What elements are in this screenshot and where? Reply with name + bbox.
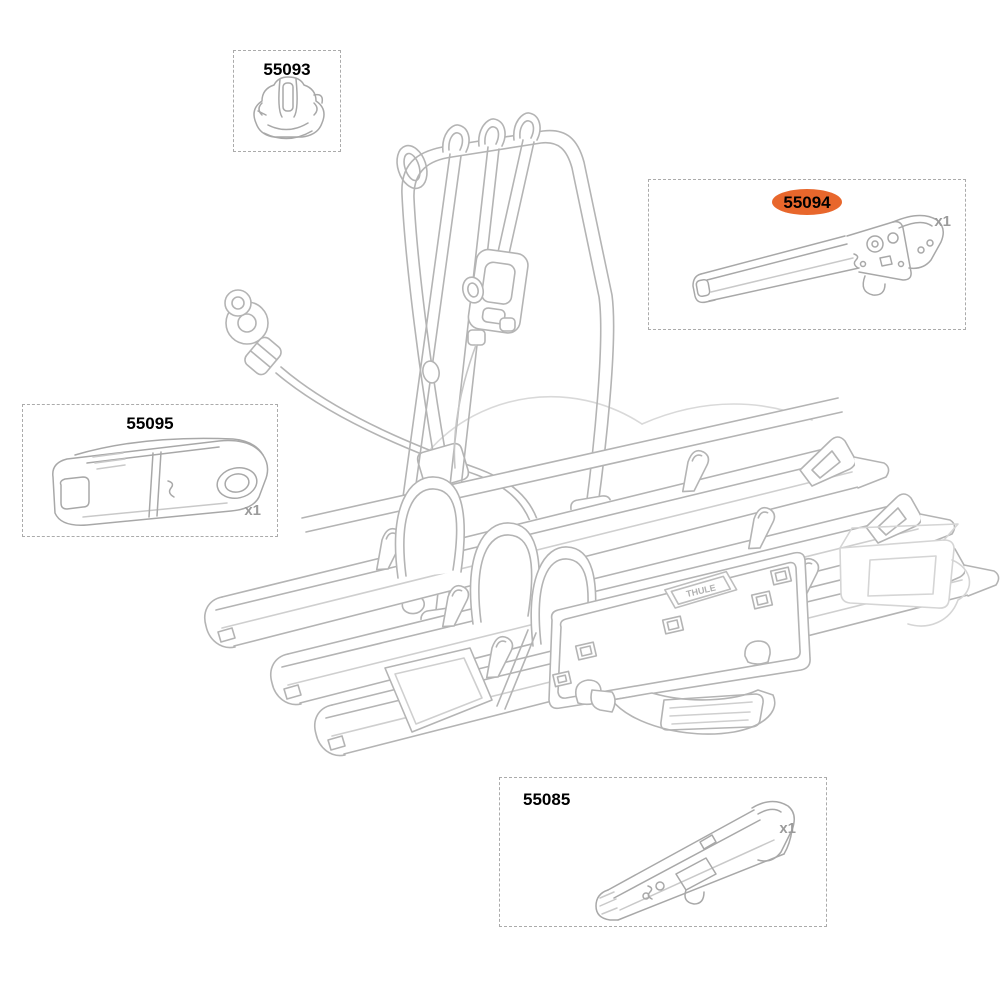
part-label-55094: 55094 bbox=[783, 192, 831, 212]
part-callout-55093[interactable]: 55093 bbox=[233, 50, 341, 152]
part-drawing-55093 bbox=[253, 76, 325, 140]
qty-label-55085: x1 bbox=[779, 820, 796, 837]
part-drawing-55094 bbox=[692, 214, 944, 304]
part-drawing-55095 bbox=[52, 437, 269, 526]
part-drawing-55085 bbox=[595, 800, 795, 921]
part-label-55085: 55085 bbox=[523, 790, 571, 809]
part-label-55095: 55095 bbox=[126, 414, 174, 433]
part-label-55093: 55093 bbox=[263, 60, 311, 79]
part-callout-55085[interactable]: 55085 x1 bbox=[499, 777, 827, 927]
part-highlight-ellipse: 55094 bbox=[772, 189, 842, 215]
qty-label-55094: x1 bbox=[934, 213, 951, 230]
qty-label-55095: x1 bbox=[244, 502, 261, 519]
part-callout-55094[interactable]: 55094 x1 bbox=[648, 179, 966, 330]
part-callout-55095[interactable]: 55095 x1 bbox=[22, 404, 278, 537]
